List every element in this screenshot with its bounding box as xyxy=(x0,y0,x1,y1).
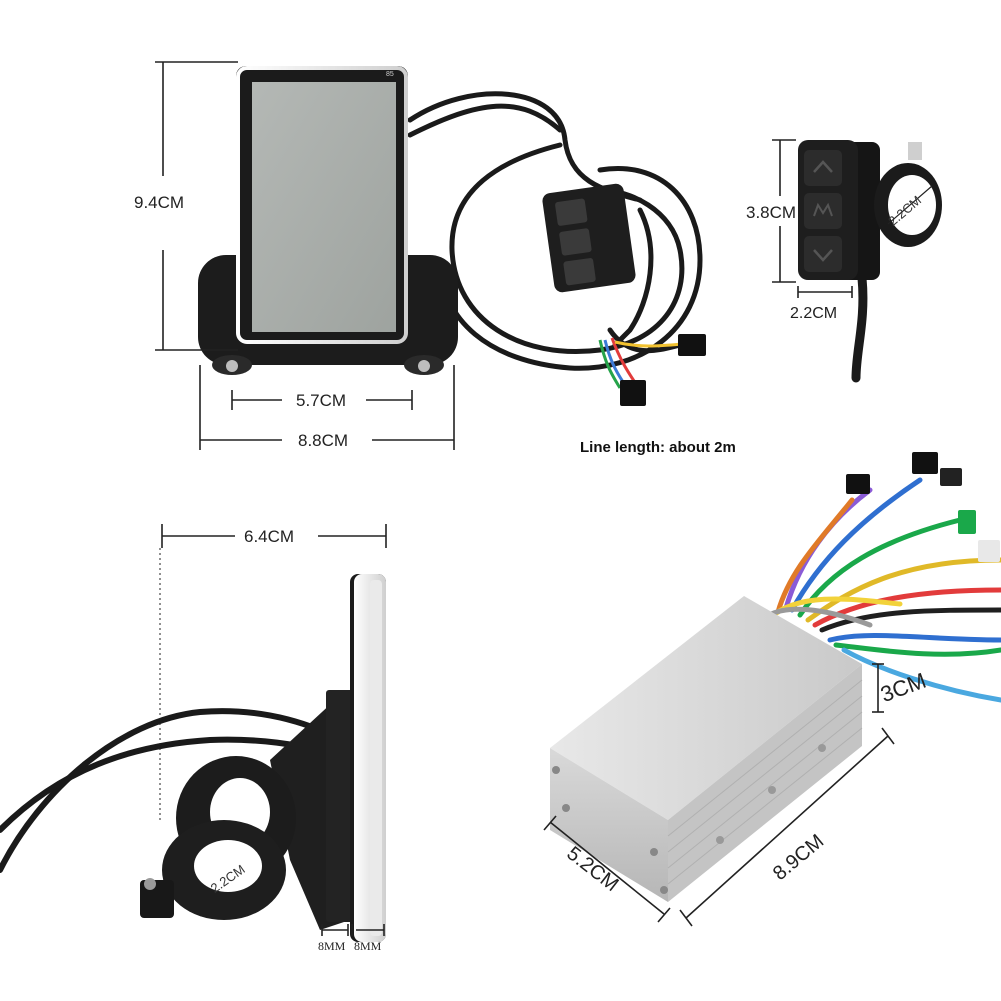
inline-switch xyxy=(542,183,636,293)
screen-width-label: 5.7CM xyxy=(296,391,346,410)
controller-connectors xyxy=(846,452,1000,562)
display-connectors xyxy=(598,334,706,406)
controller-box xyxy=(550,596,863,902)
total-width-label: 8.8CM xyxy=(298,431,348,450)
display-front: 85 xyxy=(198,66,706,406)
remote-height-label: 3.8CM xyxy=(746,203,796,222)
gap-left-label: 8MM xyxy=(318,939,346,953)
display-side-view xyxy=(0,574,386,942)
controller-dimensions xyxy=(543,663,895,927)
remote-button xyxy=(798,140,942,383)
controller-wires xyxy=(757,477,1001,703)
gap-right-label: 8MM xyxy=(354,939,382,953)
lcd-screen xyxy=(252,82,396,332)
controller-height-label: 3CM xyxy=(877,668,929,707)
remote-dimensions xyxy=(772,139,933,298)
side-depth-label: 6.4CM xyxy=(244,527,294,546)
screen-badge: 85 xyxy=(386,71,394,78)
display-height-label: 9.4CM xyxy=(134,193,184,212)
remote-width-label: 2.2CM xyxy=(790,305,837,322)
side-dimensions xyxy=(159,524,387,936)
controller-length-label: 8.9CM xyxy=(769,830,828,885)
line-length-note: Line length: about 2m xyxy=(580,439,736,456)
display-dimensions xyxy=(155,61,455,450)
